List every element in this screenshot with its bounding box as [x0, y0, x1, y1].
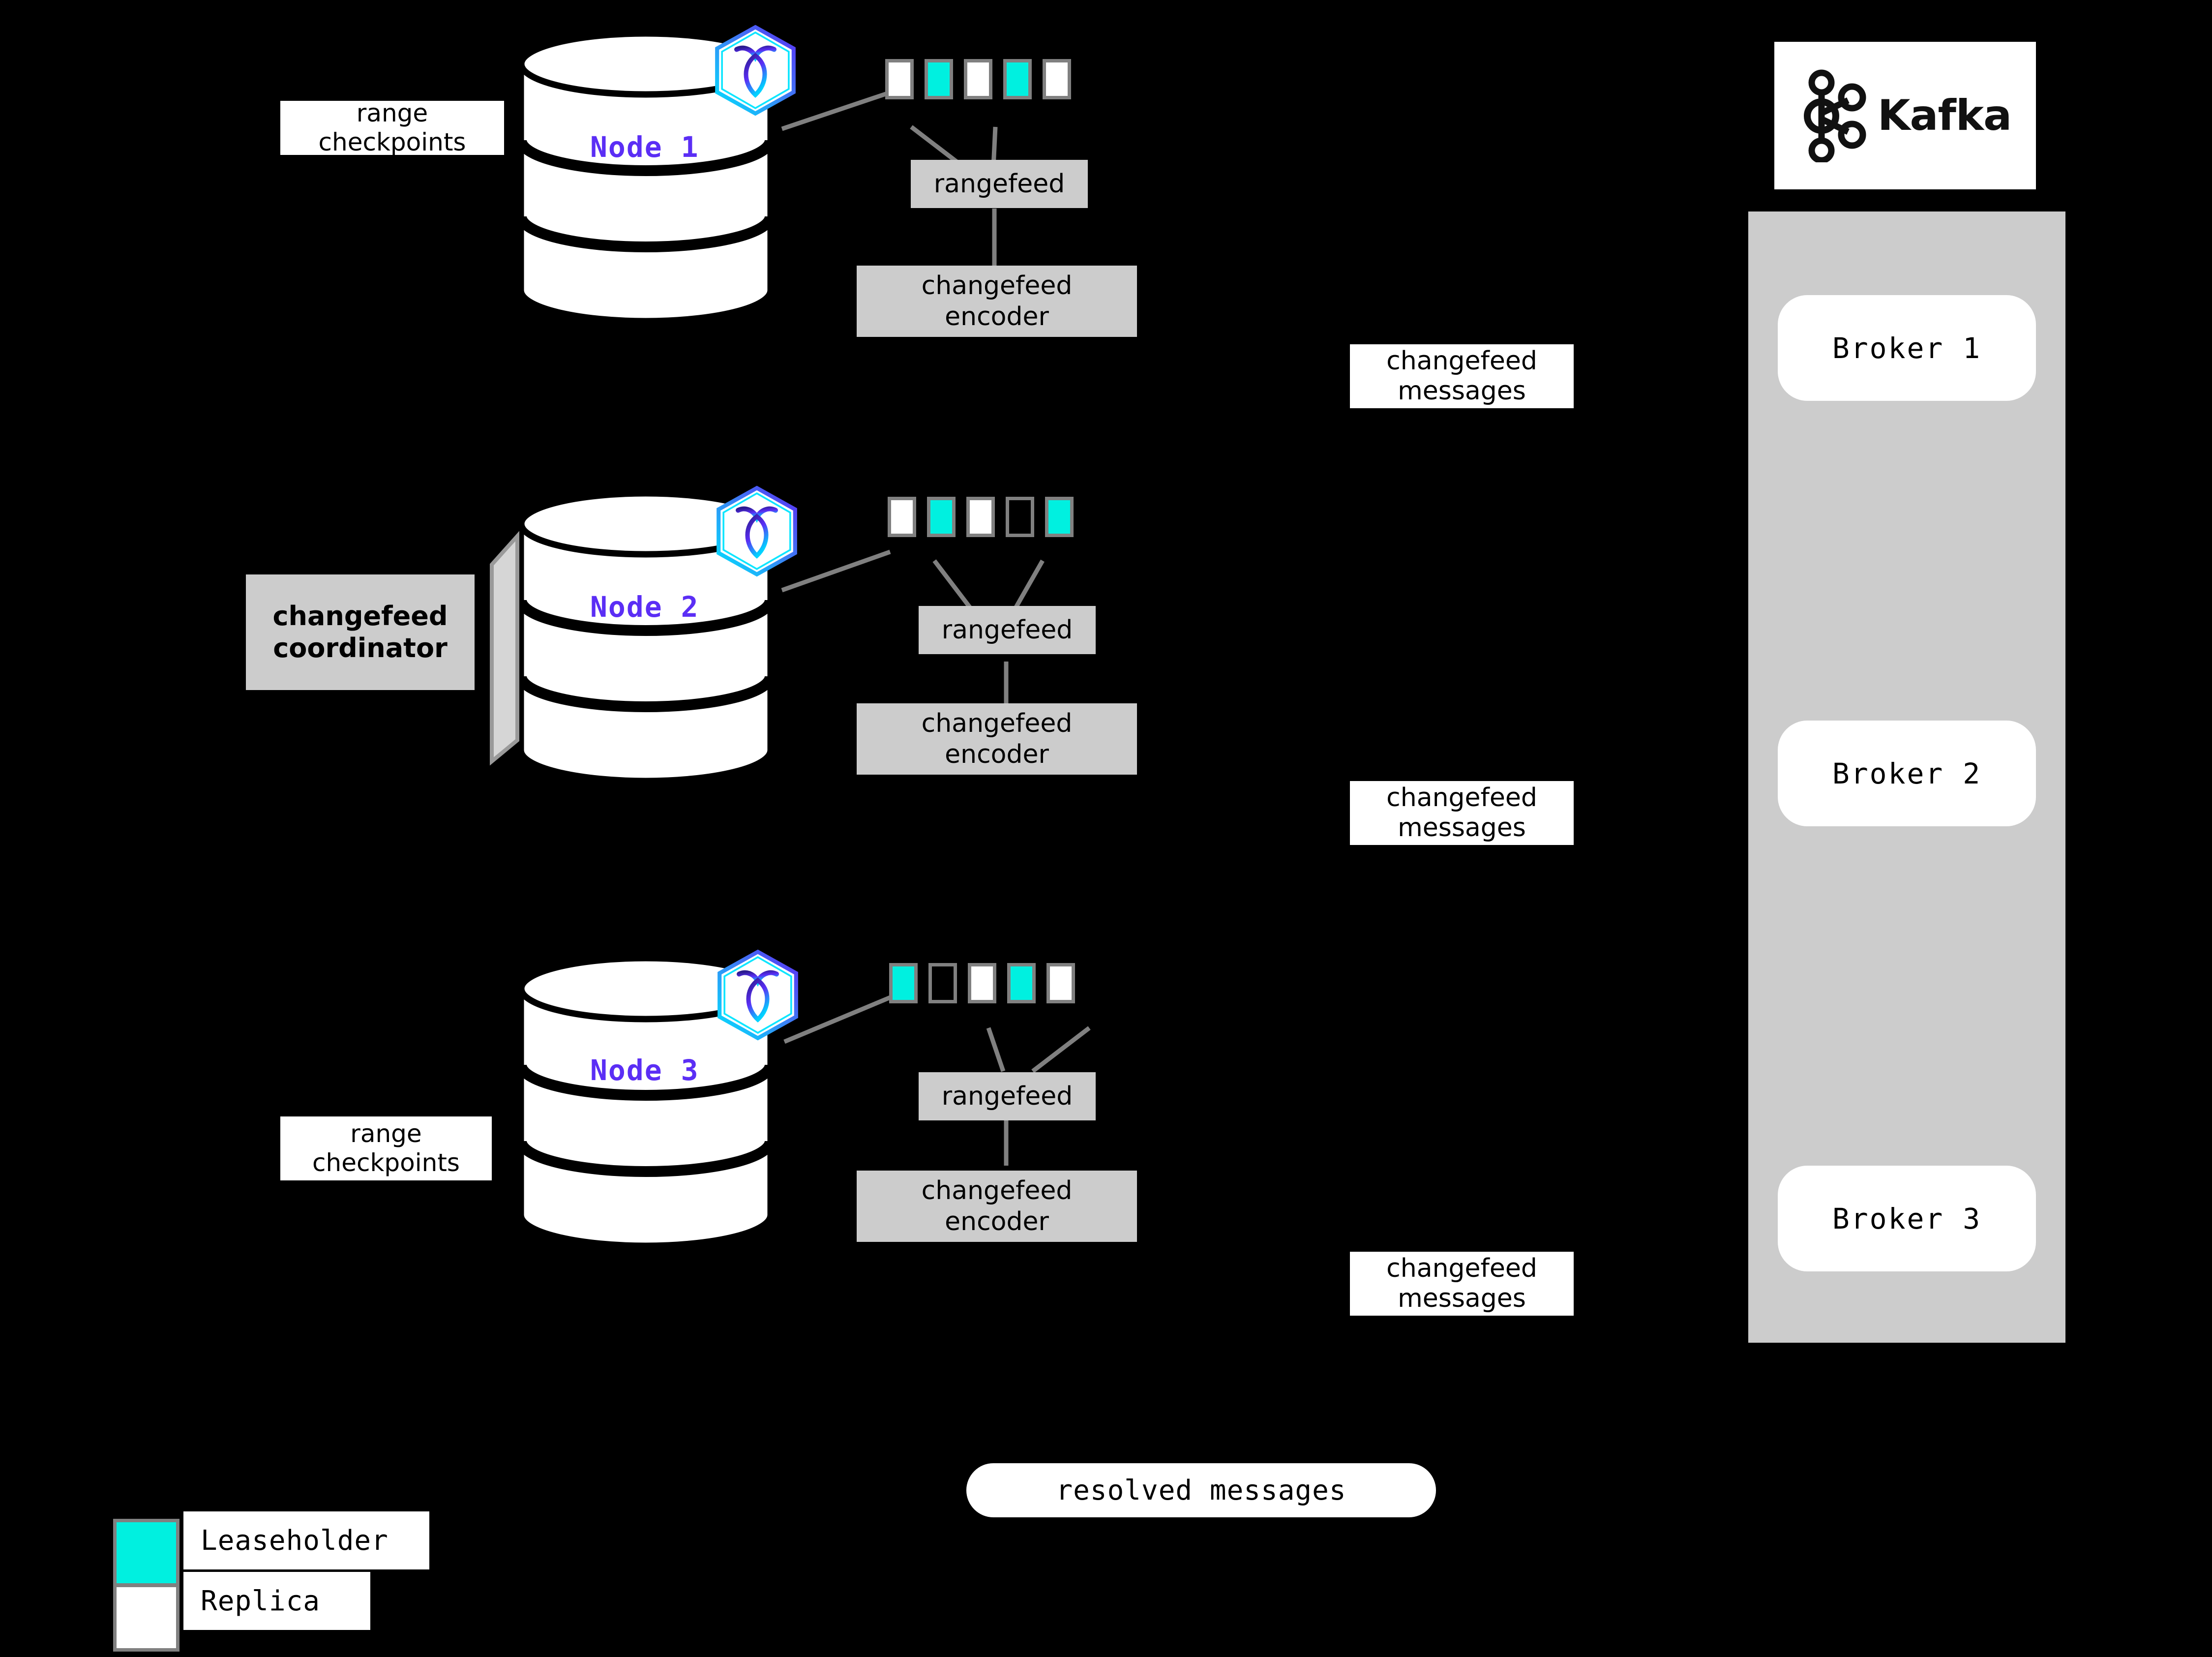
range-checkpoints-line-1: range — [356, 101, 428, 127]
rangefeed-label: rangefeed — [941, 1081, 1073, 1111]
node-3-label: Node 3 — [590, 1054, 699, 1087]
node-3-rangefeed-box[interactable]: rangefeed — [919, 1072, 1096, 1120]
range-square[interactable] — [966, 497, 995, 537]
changefeed-messages-line-1: changefeed — [1386, 783, 1537, 813]
node-1-label: Node 1 — [590, 130, 699, 164]
node-2-rangefeed-box[interactable]: rangefeed — [919, 606, 1096, 654]
kafka-wordmark: Kafka — [1877, 91, 2012, 140]
node-1-rangefeed-box[interactable]: rangefeed — [911, 160, 1088, 208]
range-checkpoints-line-1: range — [350, 1119, 422, 1148]
changefeed-messages-line-1: changefeed — [1386, 346, 1537, 376]
changefeed-messages-label-1: changefeed messages — [1350, 344, 1574, 408]
encoder-line-1: changefeed — [921, 1176, 1073, 1206]
legend-text: Leaseholder — [201, 1524, 389, 1557]
kafka-broker-panel: Broker 1 Broker 2 Broker 3 — [1748, 211, 2065, 1343]
range-square[interactable] — [964, 59, 992, 99]
broker-1[interactable]: Broker 1 — [1778, 295, 2036, 401]
encoder-line-2: encoder — [945, 739, 1049, 769]
node-2-ranges — [888, 497, 1084, 537]
changefeed-messages-line-2: messages — [1398, 1284, 1526, 1313]
legend-swatch-leaseholder — [113, 1519, 179, 1587]
resolved-messages-label: resolved messages — [1056, 1474, 1346, 1506]
range-square[interactable] — [1043, 59, 1071, 99]
encoder-line-1: changefeed — [921, 271, 1073, 301]
encoder-line-2: encoder — [945, 1206, 1049, 1236]
kafka-node-graph-icon — [1799, 69, 1868, 162]
range-square[interactable] — [968, 963, 996, 1003]
broker-label: Broker 2 — [1832, 756, 1982, 790]
legend-text: Replica — [201, 1585, 321, 1617]
changefeed-coordinator-box[interactable]: changefeed coordinator — [246, 574, 475, 690]
range-square[interactable] — [925, 59, 953, 99]
resolved-messages-pill[interactable]: resolved messages — [966, 1463, 1436, 1517]
rangefeed-label: rangefeed — [933, 169, 1065, 199]
range-square[interactable] — [888, 497, 916, 537]
kafka-logo-card: Kafka — [1774, 42, 2036, 189]
range-checkpoints-line-2: checkpoints — [318, 128, 466, 155]
changefeed-messages-label-2: changefeed messages — [1350, 781, 1574, 845]
legend-swatch-replica — [113, 1584, 179, 1652]
legend-label-leaseholder: Leaseholder — [183, 1511, 429, 1569]
range-square[interactable] — [1003, 59, 1032, 99]
range-square[interactable] — [1006, 497, 1034, 537]
range-square[interactable] — [927, 497, 956, 537]
coordinator-line-2: coordinator — [273, 632, 448, 663]
node-3-ranges — [889, 963, 1086, 1003]
node-1-range-checkpoints-label: range checkpoints — [280, 101, 504, 155]
encoder-line-2: encoder — [945, 301, 1049, 331]
changefeed-messages-line-1: changefeed — [1386, 1253, 1537, 1283]
node-2-label: Node 2 — [590, 590, 699, 624]
broker-label: Broker 1 — [1832, 331, 1982, 365]
changefeed-messages-label-3: changefeed messages — [1350, 1252, 1574, 1316]
encoder-line-1: changefeed — [921, 709, 1073, 739]
node-3-changefeed-encoder-box[interactable]: changefeed encoder — [857, 1171, 1137, 1242]
coordinator-line-1: changefeed — [272, 600, 448, 632]
changefeed-messages-line-2: messages — [1398, 376, 1526, 406]
range-square[interactable] — [885, 59, 914, 99]
node-3-range-checkpoints-label: range checkpoints — [280, 1116, 492, 1180]
range-square[interactable] — [1007, 963, 1036, 1003]
node-1-changefeed-encoder-box[interactable]: changefeed encoder — [857, 266, 1137, 337]
broker-label: Broker 3 — [1832, 1202, 1982, 1235]
rangefeed-label: rangefeed — [941, 615, 1073, 645]
node-2-changefeed-encoder-box[interactable]: changefeed encoder — [857, 703, 1137, 775]
range-square[interactable] — [889, 963, 918, 1003]
broker-3[interactable]: Broker 3 — [1778, 1166, 2036, 1271]
broker-2[interactable]: Broker 2 — [1778, 721, 2036, 826]
range-square[interactable] — [928, 963, 957, 1003]
node-1-ranges — [885, 59, 1082, 99]
legend-label-replica: Replica — [183, 1572, 370, 1630]
changefeed-messages-line-2: messages — [1398, 813, 1526, 843]
range-checkpoints-line-2: checkpoints — [312, 1148, 460, 1177]
range-square[interactable] — [1045, 497, 1074, 537]
range-square[interactable] — [1046, 963, 1075, 1003]
